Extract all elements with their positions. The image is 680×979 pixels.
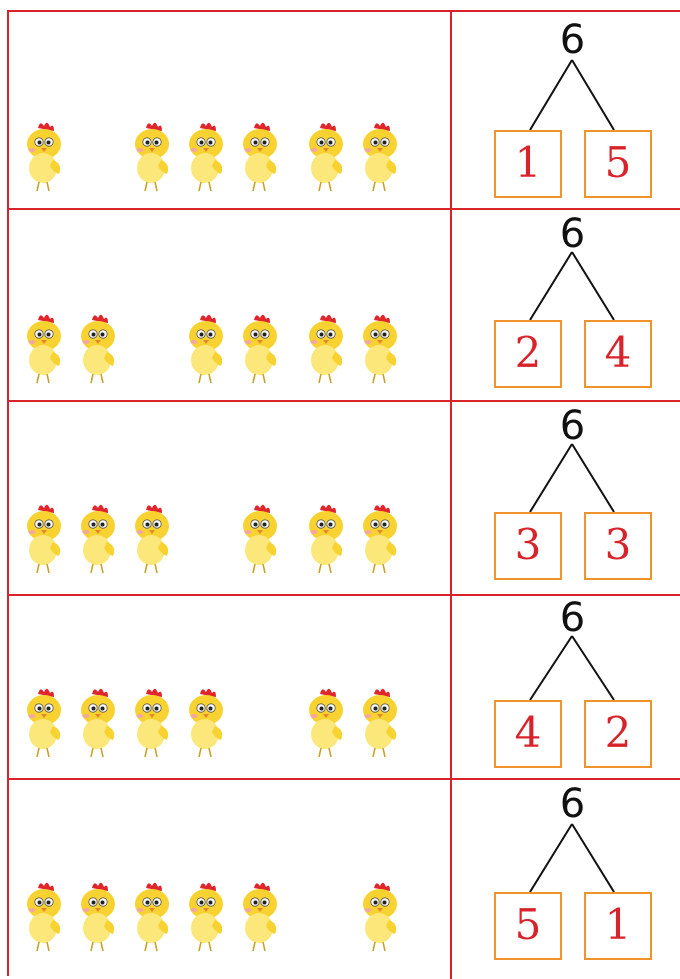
part-box-left: 2 <box>494 320 562 388</box>
chick-group <box>7 10 450 208</box>
chick-icon <box>23 880 65 952</box>
whole-number: 6 <box>458 20 680 60</box>
chick-icon <box>359 880 401 952</box>
part-box-right: 1 <box>584 892 652 960</box>
bond-row-3: 6 3 3 <box>7 402 680 596</box>
chick-icon <box>77 312 119 384</box>
chick-icon <box>77 502 119 574</box>
whole-number: 6 <box>458 214 680 254</box>
part-box-left: 5 <box>494 892 562 960</box>
part-box-left: 1 <box>494 130 562 198</box>
bond-row-2: 6 2 4 <box>7 210 680 402</box>
chick-icon <box>23 686 65 758</box>
chick-group <box>7 402 450 594</box>
number-bond: 6 1 5 <box>458 10 680 208</box>
chick-icon <box>185 312 227 384</box>
part-box-right: 2 <box>584 700 652 768</box>
whole-number: 6 <box>458 784 680 824</box>
chick-icon <box>23 502 65 574</box>
chick-group <box>7 780 450 979</box>
chick-icon <box>359 120 401 192</box>
chick-icon <box>185 120 227 192</box>
part-box-right: 5 <box>584 130 652 198</box>
bond-row-1: 6 1 5 <box>7 10 680 210</box>
part-box-left: 4 <box>494 700 562 768</box>
chick-icon <box>239 502 281 574</box>
chick-icon <box>359 312 401 384</box>
chick-icon <box>239 120 281 192</box>
chick-icon <box>305 312 347 384</box>
number-bond: 6 5 1 <box>458 780 680 979</box>
chick-icon <box>239 880 281 952</box>
part-box-right: 4 <box>584 320 652 388</box>
number-bond: 6 2 4 <box>458 210 680 400</box>
chick-icon <box>185 880 227 952</box>
chick-icon <box>185 686 227 758</box>
chick-icon <box>305 120 347 192</box>
part-box-right: 3 <box>584 512 652 580</box>
chick-icon <box>77 880 119 952</box>
chick-icon <box>131 502 173 574</box>
chick-icon <box>239 312 281 384</box>
chick-icon <box>305 502 347 574</box>
part-box-left: 3 <box>494 512 562 580</box>
bond-row-5: 6 5 1 <box>7 780 680 979</box>
number-bond: 6 3 3 <box>458 402 680 594</box>
chick-icon <box>305 686 347 758</box>
chick-icon <box>359 686 401 758</box>
chick-icon <box>77 686 119 758</box>
chick-icon <box>131 120 173 192</box>
chick-icon <box>131 686 173 758</box>
whole-number: 6 <box>458 598 680 638</box>
whole-number: 6 <box>458 406 680 446</box>
chick-group <box>7 210 450 400</box>
chick-icon <box>131 880 173 952</box>
chick-icon <box>359 502 401 574</box>
chick-icon <box>23 312 65 384</box>
chick-group <box>7 596 450 778</box>
chick-icon <box>23 120 65 192</box>
number-bond: 6 4 2 <box>458 596 680 778</box>
bond-row-4: 6 4 2 <box>7 596 680 780</box>
